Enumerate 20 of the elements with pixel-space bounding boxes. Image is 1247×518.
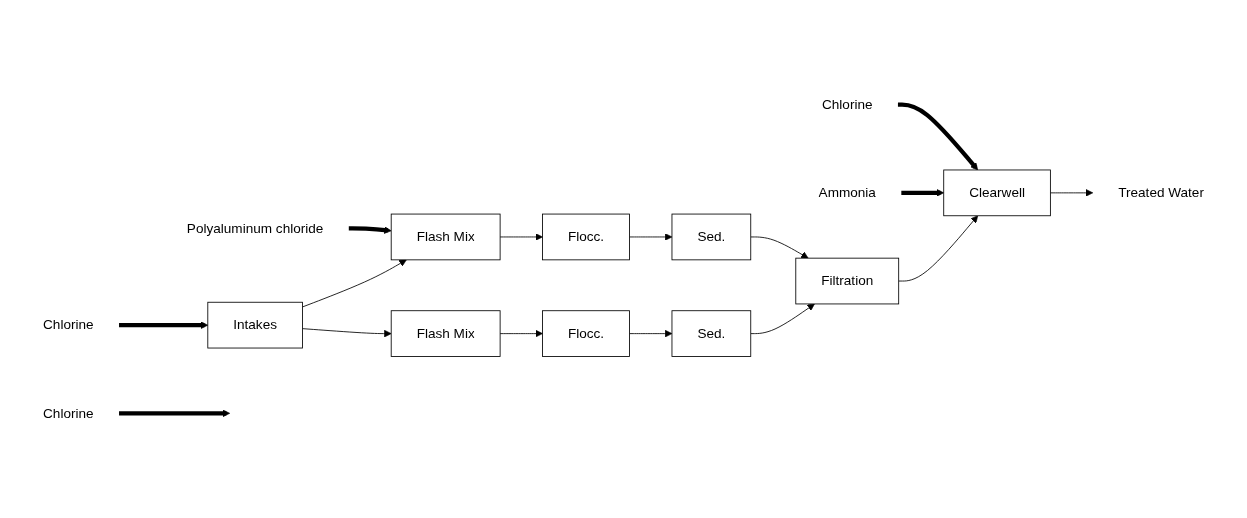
arrow [119, 409, 230, 418]
arrow [119, 321, 209, 329]
input-label: Ammonia [818, 185, 876, 200]
process-box: Filtration [795, 257, 900, 305]
arrow [897, 102, 979, 171]
process-box: Sed. [671, 213, 752, 261]
input-label: Polyaluminum chloride [186, 220, 324, 236]
process-box: Flocc. [542, 310, 630, 357]
input-label: Treated Water [1118, 185, 1204, 200]
process-box: Flash Mix [390, 310, 501, 357]
process-box: Flash Mix [390, 213, 501, 261]
arrow [901, 189, 945, 197]
input-label: Chlorine [43, 317, 94, 332]
process-box: Flocc. [542, 213, 630, 261]
process-box: Intakes [207, 301, 303, 349]
process-box: Sed. [671, 310, 752, 357]
process-box: Clearwell [943, 169, 1051, 217]
input-label: Chlorine [821, 97, 873, 112]
input-label: Chlorine [43, 405, 94, 421]
arrow [348, 226, 392, 234]
